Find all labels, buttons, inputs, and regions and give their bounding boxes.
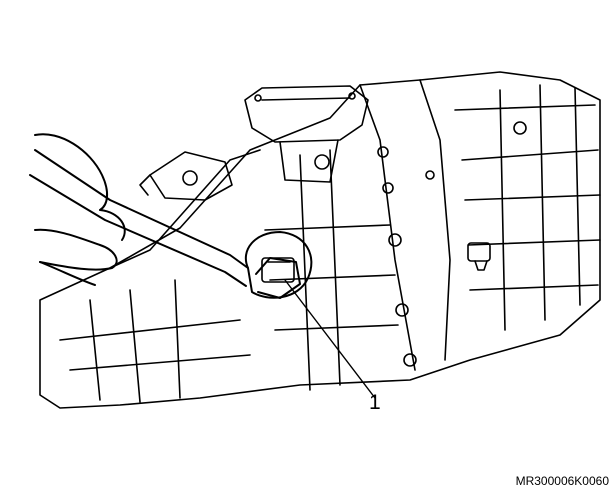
- figure-code: MR300006K0060: [515, 474, 609, 488]
- hand: [34, 133, 126, 286]
- transmission-housing: [39, 71, 601, 409]
- callout-label-1: 1: [369, 391, 381, 414]
- bolts: [314, 121, 527, 367]
- drain-plug: [261, 257, 295, 283]
- selector-lever: [139, 151, 233, 201]
- callout-leader: [284, 279, 376, 399]
- shift-tower: [244, 85, 369, 183]
- side-plug: [467, 242, 491, 271]
- wrench: [29, 149, 313, 299]
